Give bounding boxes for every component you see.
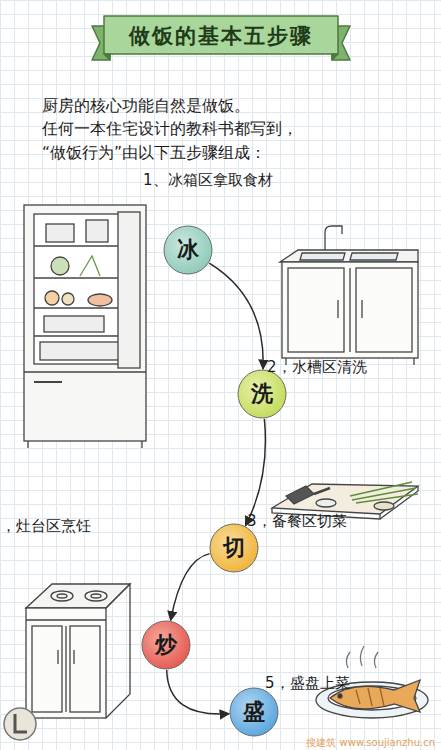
circle-fill [164, 226, 212, 274]
step-character: 切 [209, 523, 259, 573]
title-ribbon [92, 16, 350, 60]
step-circle: 炒4，灶台区烹饪 [141, 620, 191, 670]
flow-arrow [167, 670, 229, 714]
step-caption: 2，水槽区清洗 [267, 358, 367, 377]
step-character: 炒 [141, 620, 191, 670]
intro-text: 任何一本住宅设计的教科书都写到， [42, 119, 298, 140]
stove-drawing [26, 584, 130, 718]
flow-arrow [245, 419, 265, 526]
circle-fill [210, 524, 258, 572]
step-caption: 5，盛盘上菜 [265, 674, 350, 693]
circle-fill [142, 621, 190, 669]
flow-arrow [209, 263, 263, 369]
watermark: 搜建筑 www.soujianzhu.cn [306, 736, 435, 750]
step-caption: 3，备餐区切菜 [247, 512, 347, 531]
step-caption: 4，灶台区烹饪 [0, 517, 91, 536]
step-caption: 1、冰箱区拿取食材 [143, 171, 273, 190]
intro-text: “做饭行为”由以下五步骤组成： [42, 143, 266, 164]
flow-arrow [171, 554, 210, 621]
step-character: 冰 [163, 225, 213, 275]
fridge-drawing [24, 205, 146, 448]
sink-drawing [280, 226, 418, 365]
circle-fill [238, 370, 286, 418]
circle-fill [230, 688, 278, 736]
step-circle: 冰1、冰箱区拿取食材 [163, 225, 213, 275]
step-character: 洗 [237, 369, 287, 419]
intro-text: 厨房的核心功能自然是做饭。 [42, 96, 250, 117]
corner-badge [4, 708, 36, 740]
step-character: 盛 [229, 687, 279, 737]
step-circle: 盛5，盛盘上菜 [229, 687, 279, 737]
step-circle: 洗2，水槽区清洗 [237, 369, 287, 419]
diagram-title: 做饭的基本五步骤 [105, 18, 337, 54]
step-circle: 切3，备餐区切菜 [209, 523, 259, 573]
